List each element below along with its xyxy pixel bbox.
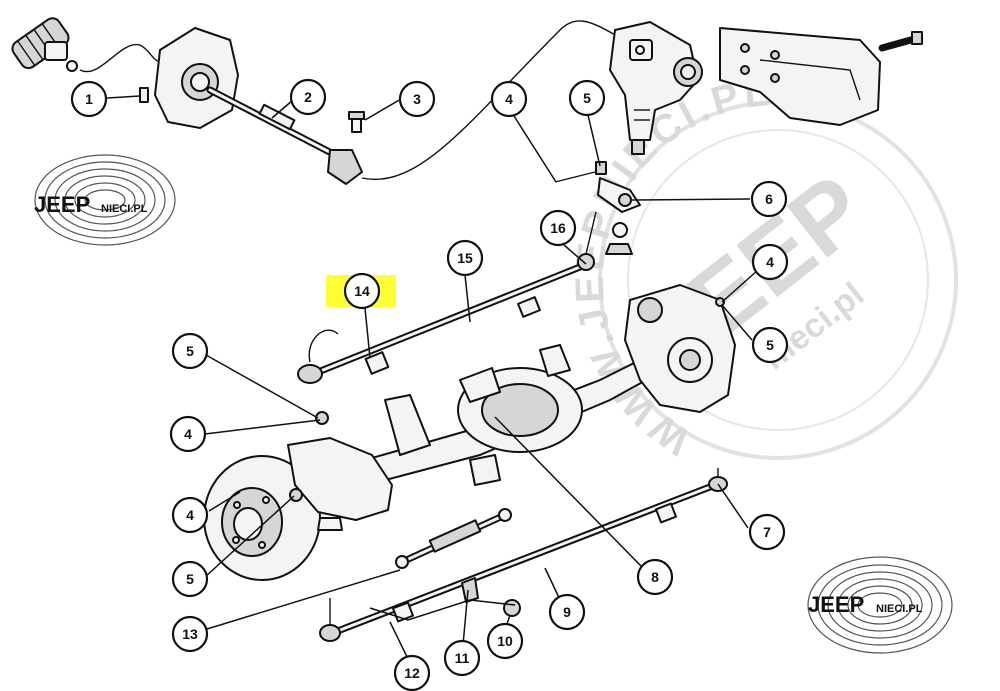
svg-text:12: 12 — [404, 665, 420, 681]
svg-text:7: 7 — [763, 524, 771, 540]
logo-bottom-right: JEEP NIECI.PL — [807, 556, 953, 654]
intermediate-shaft — [206, 86, 363, 185]
front-axle — [329, 344, 651, 493]
callout-2[interactable]: 2 — [289, 78, 327, 116]
svg-text:11: 11 — [455, 650, 470, 666]
rotor-left — [203, 455, 321, 581]
leader-lines — [106, 95, 759, 666]
pitman-arm — [554, 161, 641, 255]
callout-15[interactable]: 15 — [446, 239, 484, 277]
svg-text:4: 4 — [505, 91, 513, 107]
bolt-3 — [348, 111, 365, 133]
callout-6[interactable]: 6 — [750, 180, 788, 218]
callout-5[interactable]: 5 — [171, 560, 209, 598]
svg-text:5: 5 — [766, 337, 774, 353]
svg-text:5: 5 — [186, 343, 194, 359]
drag-link — [297, 211, 597, 384]
svg-text:6: 6 — [765, 191, 773, 207]
callout-4[interactable]: 4 — [490, 80, 528, 118]
svg-text:2: 2 — [304, 89, 312, 105]
callout-5[interactable]: 5 — [751, 326, 789, 364]
callout-14[interactable]: 14 — [343, 272, 381, 310]
svg-text:16: 16 — [550, 220, 566, 236]
svg-text:5: 5 — [583, 90, 591, 106]
callout-16[interactable]: 16 — [539, 209, 577, 247]
callout-13[interactable]: 13 — [171, 615, 209, 653]
harness-line — [79, 44, 161, 73]
callout-5[interactable]: 5 — [171, 332, 209, 370]
callout-10[interactable]: 10 — [486, 622, 524, 660]
callout-7[interactable]: 7 — [748, 513, 786, 551]
svg-text:9: 9 — [563, 604, 571, 620]
callout-5[interactable]: 5 — [568, 79, 606, 117]
shaft-routing-line — [361, 20, 616, 180]
callout-3[interactable]: 3 — [398, 80, 436, 118]
svg-text:4: 4 — [186, 507, 194, 523]
callouts: 1 2 3 4 5 6 16 15 14 4 5 5 4 4 5 7 8 9 1… — [70, 78, 789, 691]
callout-4[interactable]: 4 — [751, 243, 789, 281]
callout-4[interactable]: 4 — [171, 496, 209, 534]
bolt-1 — [139, 87, 149, 103]
svg-text:15: 15 — [457, 250, 473, 266]
callout-11[interactable]: 11 — [443, 639, 481, 677]
logo-main-text: JEEP — [808, 592, 864, 617]
logo-small-text: NIECI.PL — [876, 603, 923, 615]
callout-1[interactable]: 1 — [70, 80, 108, 118]
tie-rod-nut — [503, 599, 521, 617]
svg-text:3: 3 — [413, 91, 421, 107]
logo-small-text: NIECI.PL — [101, 203, 148, 215]
steering-column-coupler — [11, 17, 78, 72]
svg-text:10: 10 — [497, 633, 513, 649]
callout-4[interactable]: 4 — [169, 415, 207, 453]
callout-12[interactable]: 12 — [393, 654, 431, 691]
steering-damper — [395, 508, 512, 569]
svg-text:4: 4 — [766, 254, 774, 270]
steering-knuckle-left — [287, 411, 393, 531]
callout-9[interactable]: 9 — [548, 593, 586, 631]
fingerprint-icon — [807, 556, 953, 654]
svg-text:5: 5 — [186, 571, 194, 587]
svg-text:8: 8 — [651, 569, 659, 585]
svg-text:13: 13 — [182, 626, 198, 642]
fingerprint-icon — [34, 154, 176, 246]
svg-text:4: 4 — [184, 426, 192, 442]
logo-top-left: JEEP NIECI.PL — [34, 154, 176, 246]
logo-main-text: JEEP — [34, 192, 90, 217]
dash-seal-plate — [154, 27, 239, 129]
frame-rail — [719, 27, 923, 126]
tie-rod — [319, 468, 728, 642]
steering-gear — [609, 21, 703, 155]
svg-text:14: 14 — [354, 283, 370, 299]
callout-8[interactable]: 8 — [636, 558, 674, 596]
svg-text:1: 1 — [85, 91, 93, 107]
steering-knuckle-right — [624, 284, 736, 413]
